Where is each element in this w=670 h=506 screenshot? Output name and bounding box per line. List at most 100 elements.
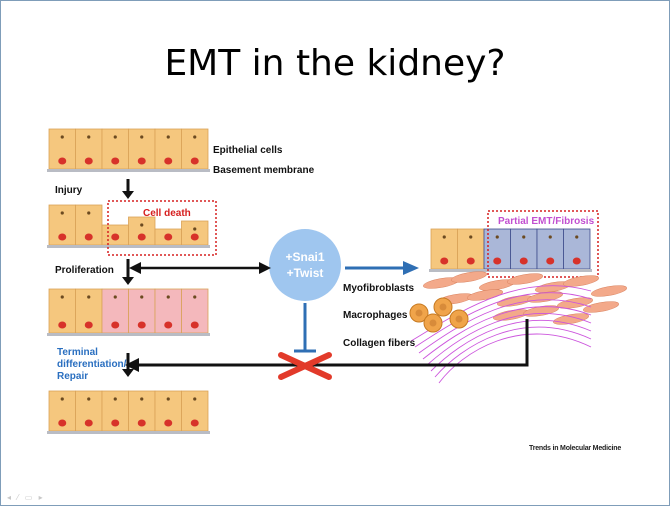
label-macrophages: Macrophages: [343, 310, 408, 321]
cell-nucleus: [190, 157, 199, 165]
label-partial-emt: Partial EMT/Fibrosis: [498, 216, 595, 227]
cell-nucleus: [164, 157, 173, 165]
row-repair: [47, 390, 210, 434]
myofibroblast-cell: [591, 285, 627, 297]
apical-dot: [87, 211, 91, 215]
myofibroblast-cell: [507, 273, 543, 285]
cell-nucleus: [84, 157, 93, 165]
macrophages-cluster: [409, 297, 469, 333]
arrow-return-head: [125, 358, 139, 372]
myofibroblast-cell: [467, 289, 503, 301]
epithelial-cell: [128, 216, 156, 246]
macrophage-nucleus: [455, 315, 463, 323]
arrow-to-emt-head: [403, 261, 419, 275]
basement-membrane: [47, 333, 210, 336]
myofibroblast-cell: [523, 305, 559, 317]
cell-nucleus: [572, 257, 581, 265]
arrow-injury-head: [122, 191, 134, 199]
apical-dot: [60, 295, 64, 299]
arrow-to-factors-head-left: [129, 262, 141, 274]
label-epithelial-cells: Epithelial cells: [213, 145, 283, 156]
cell-nucleus: [137, 419, 146, 427]
factor-snai1: +Snai1: [285, 250, 325, 264]
apical-dot: [140, 397, 144, 401]
cell-nucleus: [190, 233, 199, 241]
collagen-fiber: [418, 299, 592, 354]
apical-dot: [522, 235, 526, 239]
apical-dot: [87, 135, 91, 139]
apical-dot: [87, 295, 91, 299]
basement-membrane: [429, 269, 592, 272]
cell-nucleus: [111, 419, 120, 427]
collagen-fiber: [422, 306, 592, 360]
arrow-return: [137, 319, 529, 367]
row-proliferation: [47, 288, 210, 336]
myofibroblast-cell: [451, 271, 487, 283]
apical-dot: [113, 397, 117, 401]
apical-dot: [548, 235, 552, 239]
basement-membrane: [47, 245, 210, 248]
apical-dot: [193, 397, 197, 401]
macrophage-nucleus: [415, 309, 423, 317]
cell-nucleus: [111, 157, 120, 165]
macrophage-nucleus: [429, 319, 437, 327]
row-healthy: [47, 128, 210, 172]
arrow-repair-head: [122, 369, 134, 377]
apical-dot: [60, 397, 64, 401]
factor-twist: +Twist: [286, 266, 324, 280]
cell-nucleus: [84, 233, 93, 241]
cell-nucleus: [164, 233, 173, 241]
collagen-fiber: [434, 326, 592, 378]
cell-nucleus: [440, 257, 449, 265]
cell-nucleus: [84, 321, 93, 329]
label-myofibroblasts: Myofibroblasts: [343, 283, 415, 294]
figure-credit: Trends in Molecular Medicine: [529, 445, 622, 452]
transcription-factors: +Snai1 +Twist: [267, 249, 343, 281]
macrophage-nucleus: [439, 303, 447, 311]
slide-nav-controls[interactable]: ◂ ⁄ ▭ ▸: [7, 493, 45, 502]
row-injury: [47, 204, 210, 248]
label-proliferation: Proliferation: [55, 265, 114, 276]
basement-membrane: [47, 169, 210, 172]
cell-nucleus: [137, 321, 146, 329]
collagen-fiber: [426, 313, 592, 366]
cell-nucleus: [111, 233, 120, 241]
cell-nucleus: [519, 257, 528, 265]
cell-nucleus: [111, 321, 120, 329]
label-terminal-differentiation: Terminal differentiation/ Repair: [57, 347, 127, 382]
label-collagen-fibers: Collagen fibers: [343, 338, 416, 349]
apical-dot: [60, 135, 64, 139]
apical-dot: [166, 135, 170, 139]
cell-nucleus: [190, 419, 199, 427]
arrow-proliferation-head: [122, 277, 134, 285]
label-cell-death: Cell death: [143, 208, 191, 219]
cell-nucleus: [58, 233, 67, 241]
cell-nucleus: [546, 257, 555, 265]
cell-nucleus: [466, 257, 475, 265]
collagen-fiber: [438, 333, 592, 384]
cell-nucleus: [58, 157, 67, 165]
apical-dot: [113, 135, 117, 139]
basement-membrane: [47, 431, 210, 434]
factor-circle: [269, 229, 341, 301]
apical-dot: [442, 235, 446, 239]
apical-dot: [193, 295, 197, 299]
collagen-fiber: [414, 292, 592, 348]
cell-nucleus: [137, 157, 146, 165]
collagen-fiber: [430, 320, 592, 372]
label-basement-membrane: Basement membrane: [213, 165, 315, 176]
cell-death-box: [107, 200, 217, 256]
arrow-to-factors-head-right: [259, 262, 271, 274]
slide-title: EMT in the kidney?: [164, 43, 506, 84]
apical-dot: [193, 227, 197, 231]
row-emt: [429, 228, 592, 272]
apical-dot: [193, 135, 197, 139]
block-cross-2: [278, 352, 332, 380]
apical-dot: [166, 397, 170, 401]
myofibroblast-cell: [563, 275, 599, 287]
cell-nucleus: [493, 257, 502, 265]
myofibroblast-cell: [553, 313, 589, 325]
cell-nucleus: [58, 321, 67, 329]
